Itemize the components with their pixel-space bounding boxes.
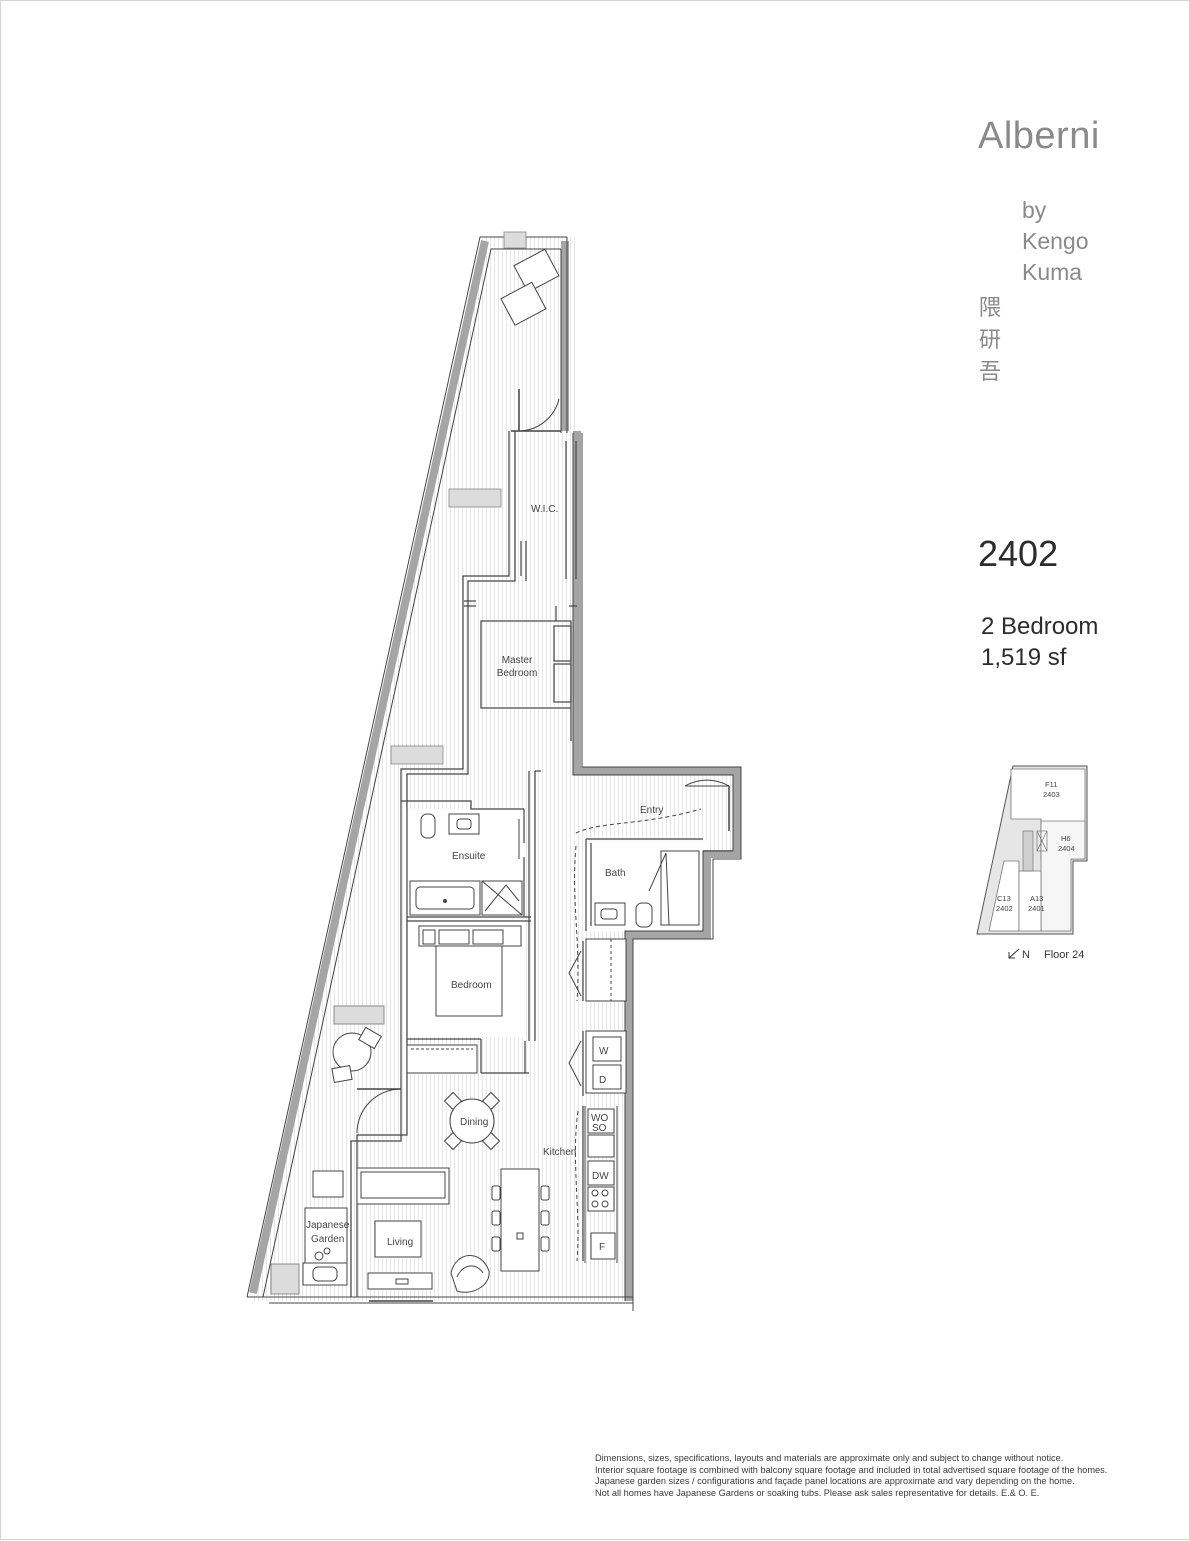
label-wic: W.I.C.: [531, 504, 558, 515]
unit-number: 2402: [978, 533, 1059, 574]
balcony: [500, 231, 561, 432]
label-fridge: F: [599, 1242, 605, 1253]
label-wall-oven: WO: [591, 1113, 608, 1124]
disclaimer-line: Dimensions, sizes, specifications, layou…: [595, 1453, 1064, 1463]
disclaimer-line: Interior square footage is combined with…: [595, 1464, 1108, 1475]
unit-bedrooms: 2 Bedroom: [981, 613, 1099, 640]
disclaimer-line: Japanese garden sizes / configurations a…: [595, 1476, 1075, 1486]
disclaimer: Dimensions, sizes, specifications, layou…: [595, 1453, 1107, 1499]
label-ensuite: Ensuite: [452, 851, 486, 862]
key-plan: F11 2403 H6 2404 C13 2402 A13 2401 N Flo…: [976, 765, 1088, 961]
label-garden-1: Japanese: [306, 1220, 350, 1231]
north-arrow-icon: [1008, 948, 1020, 959]
label-kitchen: Kitchen: [543, 1147, 576, 1158]
key-unit-code: C13: [997, 894, 1011, 903]
room-labels: W.I.C. Master Bedroom Entry Ensuite Bath…: [306, 504, 663, 1253]
unit-area: 1,519 sf: [981, 644, 1067, 671]
kanji-char: 隈: [979, 296, 1002, 321]
floor-label: Floor 24: [1044, 949, 1084, 961]
exterior-wall-lines: [246, 236, 742, 1311]
ensuite-fixtures: [409, 813, 523, 916]
disclaimer-line: Not all homes have Japanese Gardens or s…: [595, 1487, 1040, 1498]
north-label: N: [1022, 949, 1030, 961]
bath-fixtures: [574, 808, 702, 1002]
key-unit-code: H6: [1061, 834, 1071, 843]
label-dining: Dining: [460, 1117, 488, 1128]
label-dryer: D: [599, 1075, 606, 1086]
label-bath: Bath: [605, 868, 626, 879]
brand-by-line: Kengo: [1022, 228, 1089, 254]
kanji-char: 吾: [979, 360, 1002, 385]
brand-by-line: Kuma: [1022, 259, 1083, 285]
label-garden-2: Garden: [311, 1234, 344, 1245]
key-unit-number: 2402: [996, 904, 1013, 913]
key-unit-number: 2401: [1028, 904, 1045, 913]
brand-title: Alberni: [978, 115, 1100, 157]
label-dishwasher: DW: [592, 1171, 609, 1182]
key-unit-number: 2403: [1043, 790, 1060, 799]
label-washer: W: [599, 1046, 609, 1057]
living-door: [356, 1088, 402, 1134]
window-table: [331, 1005, 385, 1084]
bedroom-furniture: [406, 925, 522, 1074]
label-living: Living: [387, 1237, 413, 1248]
interior-walls: [350, 431, 703, 1297]
label-steam-oven: SO: [592, 1123, 607, 1134]
entry-door: [684, 779, 730, 831]
label-master-1: Master: [502, 655, 533, 666]
laundry-closet: [568, 938, 627, 1094]
brand-kanji: 隈 研 吾: [979, 293, 1001, 389]
japanese-garden: [270, 1170, 348, 1295]
key-unit-code: F11: [1045, 780, 1057, 789]
living-furniture: [356, 1167, 490, 1302]
exterior-walls: [249, 240, 741, 1301]
kitchen-appliances: [574, 1106, 618, 1263]
label-entry: Entry: [640, 805, 663, 816]
key-unit-number: 2404: [1058, 844, 1075, 853]
label-bedroom: Bedroom: [451, 980, 492, 991]
facade-fins: [390, 488, 502, 765]
kanji-char: 研: [979, 328, 1002, 353]
kitchen-island: [491, 1168, 550, 1272]
unit-summary: 2 Bedroom 1,519 sf: [981, 611, 1098, 673]
brand-architect: by Kengo Kuma: [1022, 195, 1089, 288]
dining-set: [443, 1091, 501, 1151]
key-unit-code: A13: [1030, 894, 1043, 903]
brand-by-line: by: [1022, 197, 1047, 223]
label-master-2: Bedroom: [497, 668, 538, 679]
